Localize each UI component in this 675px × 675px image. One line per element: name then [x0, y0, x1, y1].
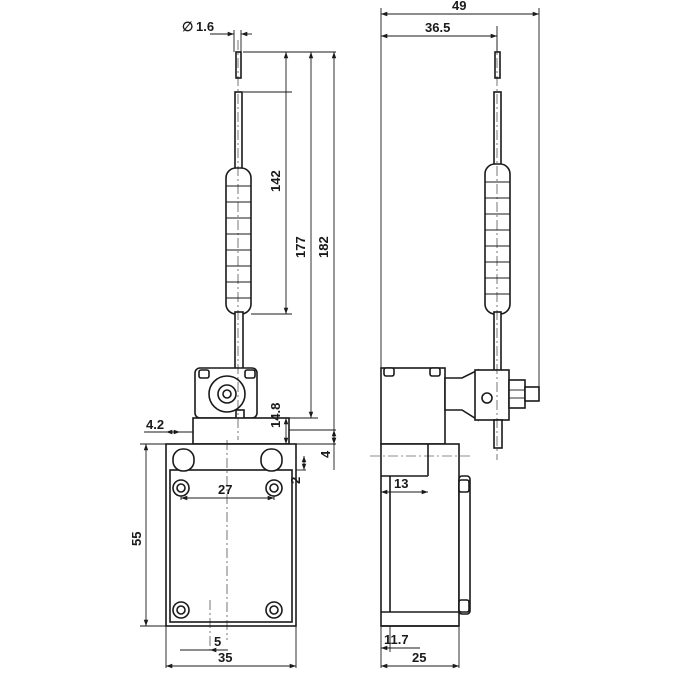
front-rod-upper: [234, 91, 243, 173]
screw-bottom-left: [172, 601, 190, 619]
dim-142-label: 142: [268, 170, 283, 192]
dim-27-label: 27: [218, 482, 232, 497]
dim-35: 35: [166, 650, 296, 669]
side-rod-upper: [493, 91, 502, 173]
dim-177: 177: [293, 52, 314, 418]
screw-top-left: [172, 479, 190, 497]
front-neck: [192, 417, 290, 445]
side-rod-tip: [494, 51, 501, 79]
dim-5-label: 5: [214, 634, 221, 649]
dim-13: 13: [381, 476, 428, 495]
side-actuator-head: [380, 367, 540, 449]
dim-177-label: 177: [293, 236, 308, 258]
dim-182-label: 182: [316, 236, 331, 258]
front-rod-tip: [235, 51, 242, 79]
dim-55-label: 55: [129, 532, 144, 546]
dim-142: 142: [268, 52, 289, 314]
screw-top-right: [265, 479, 283, 497]
dim-4-2: 4.2: [144, 417, 193, 435]
dim-49-label: 49: [452, 0, 466, 13]
dim-11-7: 11.7: [381, 626, 420, 652]
dimensions: ∅ 1.6 142 177 182 14.8 4: [129, 0, 539, 669]
front-actuator-head: [194, 367, 258, 429]
side-spring: [484, 163, 511, 315]
dim-27: 27: [181, 482, 274, 501]
dim-14-8: 14.8: [268, 403, 289, 444]
dim-25-label: 25: [412, 650, 426, 665]
dim-4-2-label: 4.2: [146, 417, 164, 432]
dim-13-label: 13: [394, 476, 408, 491]
dim-11-7-label: 11.7: [384, 632, 409, 647]
dim-35-label: 35: [218, 650, 232, 665]
dim-rod-diameter: ∅ 1.6: [182, 19, 252, 37]
side-body: [370, 443, 471, 627]
side-view: [370, 40, 540, 627]
dim-36-5: 36.5: [381, 20, 497, 39]
dim-2: 2: [288, 456, 307, 484]
front-body: [165, 440, 297, 650]
dim-rod-diameter-label: 1.6: [196, 19, 214, 34]
slot-left: [172, 448, 195, 472]
front-spring: [225, 167, 252, 315]
dim-36-5-label: 36.5: [425, 20, 450, 35]
dim-14-8-label: 14.8: [268, 403, 283, 428]
side-rod-lower: [493, 311, 502, 377]
screw-bottom-right: [265, 601, 283, 619]
dim-diameter-symbol: ∅: [182, 19, 193, 34]
dim-49: 49: [381, 0, 539, 17]
dim-4: 4: [318, 430, 337, 470]
front-view: [165, 40, 297, 650]
dim-182: 182: [316, 52, 337, 444]
front-rod-lower: [234, 311, 244, 373]
dim-25: 25: [381, 650, 459, 669]
slot-right: [260, 448, 283, 472]
dim-2-label: 2: [288, 477, 303, 484]
dim-4-label: 4: [318, 450, 333, 458]
dim-5: 5: [180, 634, 228, 653]
dim-55: 55: [129, 444, 149, 626]
